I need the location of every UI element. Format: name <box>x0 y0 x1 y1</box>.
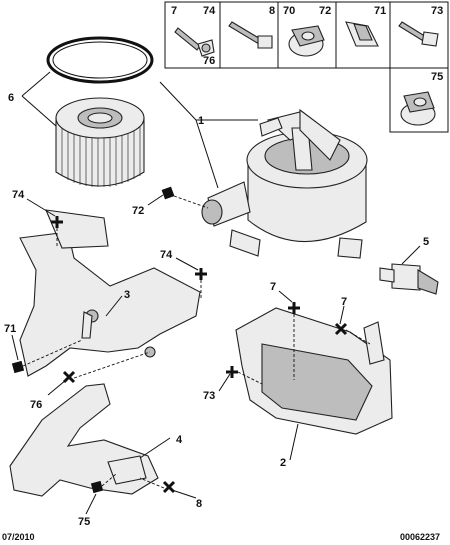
temperature-sensor-5 <box>379 263 439 295</box>
callout-74a: 74 <box>12 189 25 201</box>
callout-73: 73 <box>203 390 215 402</box>
footer-reference: 00062237 <box>400 532 440 542</box>
screw-marker-7a-icon <box>288 302 300 314</box>
filter-element-6 <box>46 36 154 187</box>
panel-label-76: 76 <box>203 55 215 67</box>
callout-7a: 7 <box>270 281 276 293</box>
panel-label-73: 73 <box>431 5 443 17</box>
nut-marker-75-icon <box>90 480 104 494</box>
panel-label-71: 71 <box>374 5 386 17</box>
panel-label-75: 75 <box>431 71 443 83</box>
callout-76: 76 <box>30 399 42 411</box>
callout-6: 6 <box>8 92 14 104</box>
nut-marker-71-icon <box>11 360 25 374</box>
callout-72: 72 <box>132 205 144 217</box>
callout-8: 8 <box>196 498 202 510</box>
panel-label-74: 74 <box>203 5 216 17</box>
callout-2: 2 <box>280 457 286 469</box>
bolt-8-icon <box>228 21 273 49</box>
support-bracket-4 <box>9 383 159 497</box>
bolt-73-icon <box>398 21 439 47</box>
callout-5: 5 <box>423 236 429 248</box>
bolt-7-icon <box>174 27 215 57</box>
footer-date: 07/2010 <box>2 532 35 542</box>
filter-housing-1 <box>201 108 368 259</box>
tray-bracket-2 <box>235 307 393 435</box>
screw-marker-73-icon <box>226 366 238 378</box>
bolt-marker-7b-icon <box>334 322 348 336</box>
flange-nut-70-icon <box>288 25 325 57</box>
flange-nut-75-icon <box>400 91 436 126</box>
mounting-bracket-3 <box>19 209 201 377</box>
panel-label-8: 8 <box>269 5 275 17</box>
callout-71: 71 <box>4 323 16 335</box>
clip-nut-71-icon <box>345 21 379 47</box>
panel-label-72: 72 <box>319 5 331 17</box>
callout-74b: 74 <box>160 249 173 261</box>
callout-1: 1 <box>198 115 204 127</box>
panel-label-70: 70 <box>283 5 295 17</box>
screw-marker-74a-icon <box>51 216 63 228</box>
screw-marker-74b-icon <box>195 268 207 280</box>
leader-lines <box>11 71 421 515</box>
panel-label-7: 7 <box>171 5 177 17</box>
callout-7b: 7 <box>341 296 347 308</box>
callout-75: 75 <box>78 516 90 528</box>
callout-4: 4 <box>176 434 183 446</box>
assembly-lines <box>22 195 371 489</box>
fastener-panel: 7 74 76 8 70 72 71 73 75 <box>164 1 449 133</box>
callout-3: 3 <box>124 289 130 301</box>
nut-marker-72-icon <box>161 186 175 200</box>
